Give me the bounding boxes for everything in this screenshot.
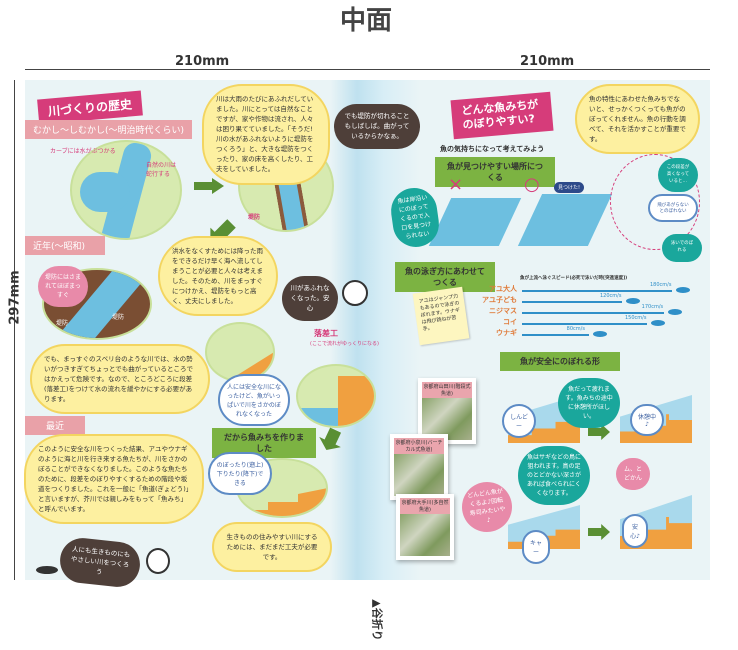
speech-bubble-fishway: このように安全な川をつくった結果、アユやウナギのように海と川を行き来する魚たちが… — [24, 434, 204, 525]
sticky-note: アユはジャンプ力もあるので泳ぎのぼれます。ウナギは飛び跳ねが苦手。 — [412, 286, 470, 346]
drop-structure-label: 落差工 — [314, 329, 338, 338]
speed-chart: アユ大人 180cm/s アユ子ども 120cm/s ニジマス 170cm/s コイ 150c… — [472, 282, 710, 344]
section-easy-to-find: 魚が見つけやすい場所につくる — [435, 157, 555, 187]
arrow-right-icon — [588, 524, 610, 540]
teal-bubble-rest: 魚だって疲れます。魚みちの途中に休憩所がほしい。 — [558, 378, 620, 428]
photo-caption: 京都府山田川(階段式魚道) — [422, 382, 472, 398]
section-swim-style: 魚の泳ぎ方にあわせてつくる — [395, 262, 495, 292]
illustration-natural-river — [70, 140, 182, 240]
chart-title: 魚が上流へ泳ぐスピード(必死で泳いだ時[突進速度]) — [520, 276, 628, 281]
speed-row: コイ 150cm/s — [472, 315, 738, 327]
speed-category-label: アユ大人 — [489, 285, 517, 293]
pink-bubble-cant-reach: ム、とどかん — [616, 458, 650, 490]
fish-icon — [651, 320, 665, 326]
fish-icon — [676, 287, 690, 293]
speed-row: アユ子ども 120cm/s — [472, 293, 738, 305]
nature-label: 自然の川は蛇行する — [146, 162, 177, 178]
fishway-heading: だから魚みちを作りました — [212, 428, 316, 458]
speed-row: ニジマス 170cm/s — [472, 304, 738, 316]
blue-bubble-fish-blocked: 人には安全な川になったけど、魚がいっぱいで川をさかのぼれなくなった — [218, 374, 290, 426]
speech-bubble-dark-safe: 川があふれなくなった。安心 — [282, 276, 338, 322]
era-latest: 最近 — [25, 416, 85, 435]
height-label: 297mm — [7, 270, 23, 325]
right-width-label: 210mm — [520, 54, 575, 69]
detail-circle — [610, 154, 700, 250]
teal-bubble-can-swim: 泳いでのぼれる — [662, 234, 702, 262]
speech-bubble-history: 川は大雨のたびにあふれだしていました。川にとっては自然なことですが、家や作物は流… — [202, 84, 330, 185]
speed-value-label: 180cm/s — [650, 282, 672, 288]
photo-ote-river: 京都府大手川(多自然魚道) — [396, 494, 454, 560]
speed-value-label: 150cm/s — [625, 315, 647, 321]
speed-category-label: ウナギ — [496, 329, 517, 337]
speed-bar — [522, 334, 589, 336]
think-like-fish-subheading: 魚の気持ちになって考えてみよう — [440, 145, 545, 153]
speech-bubble-more-effort: 生きものの住みやすい川にするためには、まだまだ工夫が必要です。 — [212, 522, 332, 573]
teal-bubble-heron: 魚はサギなどの鳥に狙われます。鳥の足のとどかない深さがあれば食べられにくくなりま… — [518, 446, 590, 505]
speech-bubble-dark-levee: でも堤防が切れることもしばしば。曲がっているからかなぁ。 — [334, 104, 420, 150]
era-ancient: むかし〜しむかし(〜明治時代くらい) — [25, 120, 193, 139]
fish-icon — [36, 566, 58, 574]
levee-left-label: 堤防 — [56, 320, 69, 327]
girl-face-icon — [342, 280, 368, 306]
left-width-label: 210mm — [175, 54, 230, 69]
bubble-resting: 休憩中♪ — [630, 404, 664, 436]
speed-bar — [522, 323, 647, 325]
arrow-right-icon — [588, 424, 610, 440]
speech-bubble-fish-traits: 魚の特性にあわせた魚みちでないと、せっかくつくっても魚がのぼってくれません。魚の… — [575, 84, 700, 155]
bubble-tired: しんどー — [502, 404, 536, 438]
speed-category-label: コイ — [503, 318, 517, 326]
speed-bar — [522, 290, 672, 292]
bubble-cant-jump: 飛びあがらないとのぼれない — [648, 194, 698, 222]
o-mark: ○ — [524, 174, 540, 195]
fish-icon — [592, 331, 607, 337]
speed-value-label: 170cm/s — [641, 304, 664, 310]
dimension-line-height — [14, 80, 15, 580]
levee-right-label: 堤防 — [112, 314, 125, 321]
old-man-face-icon — [146, 548, 170, 574]
photo-caption: 京都府小泉川(バーチカル式魚道) — [394, 438, 444, 454]
illustration-drop-structure — [296, 364, 376, 428]
curve-label: カーブには水がぶつかる — [50, 148, 116, 155]
photo-yamada-river: 京都府山田川(階段式魚道) — [418, 378, 476, 444]
speed-category-label: アユ子ども — [482, 296, 517, 304]
page-title: 中面 — [340, 6, 393, 36]
speed-row: ウナギ 80cm/s — [472, 326, 738, 338]
teal-bubble-high-step: この段差が高くなっていると… — [658, 158, 698, 193]
speed-value-label: 80cm/s — [566, 326, 585, 332]
bubble-scream: キャー — [522, 530, 550, 564]
levee-label: 堤防 — [248, 214, 261, 221]
speech-bubble-straighten: 洪水をなくすためには降った雨をできるだけ早く海へ流してしまうことが必要と人々は考… — [158, 236, 278, 317]
speed-bar — [522, 301, 622, 303]
pink-bubble-straight: 堤防にはさまれてほぼまっすぐ — [38, 266, 88, 307]
illustration-slide-river — [205, 322, 275, 382]
speed-bar — [522, 312, 664, 314]
era-recent: 近年(〜昭和) — [25, 236, 105, 255]
photo-caption: 京都府大手川(多自然魚道) — [400, 498, 450, 514]
speech-bubble-drop-structure: でも、まっすぐのスベリ台のような川では、水の勢いがつきすぎてちょっとでも曲がって… — [30, 344, 210, 415]
section-safe-shape: 魚が安全にのぼれる形 — [500, 352, 620, 371]
dimension-line-right — [380, 69, 710, 70]
dimension-line-left — [25, 69, 380, 70]
speed-value-label: 120cm/s — [600, 293, 622, 299]
photo-koizumi-river: 京都府小泉川(バーチカル式魚道) — [390, 434, 448, 500]
speed-category-label: ニジマス — [489, 307, 517, 315]
fish-icon — [667, 309, 682, 315]
fish-icon — [626, 298, 640, 304]
blue-bubble-up-down: のぼったり(遡上)下りたり(降下)できる — [208, 452, 272, 495]
arrow-right-icon — [194, 178, 224, 194]
fold-label: ▲谷折り — [370, 599, 384, 641]
x-mark: × — [448, 174, 464, 195]
found-bubble: 見つけた! — [554, 182, 585, 193]
bubble-safe: 安心♪ — [622, 514, 648, 548]
drop-structure-sub: (ここで流れがゆっくりになる) — [310, 341, 379, 347]
speed-row: アユ大人 180cm/s — [472, 282, 738, 294]
